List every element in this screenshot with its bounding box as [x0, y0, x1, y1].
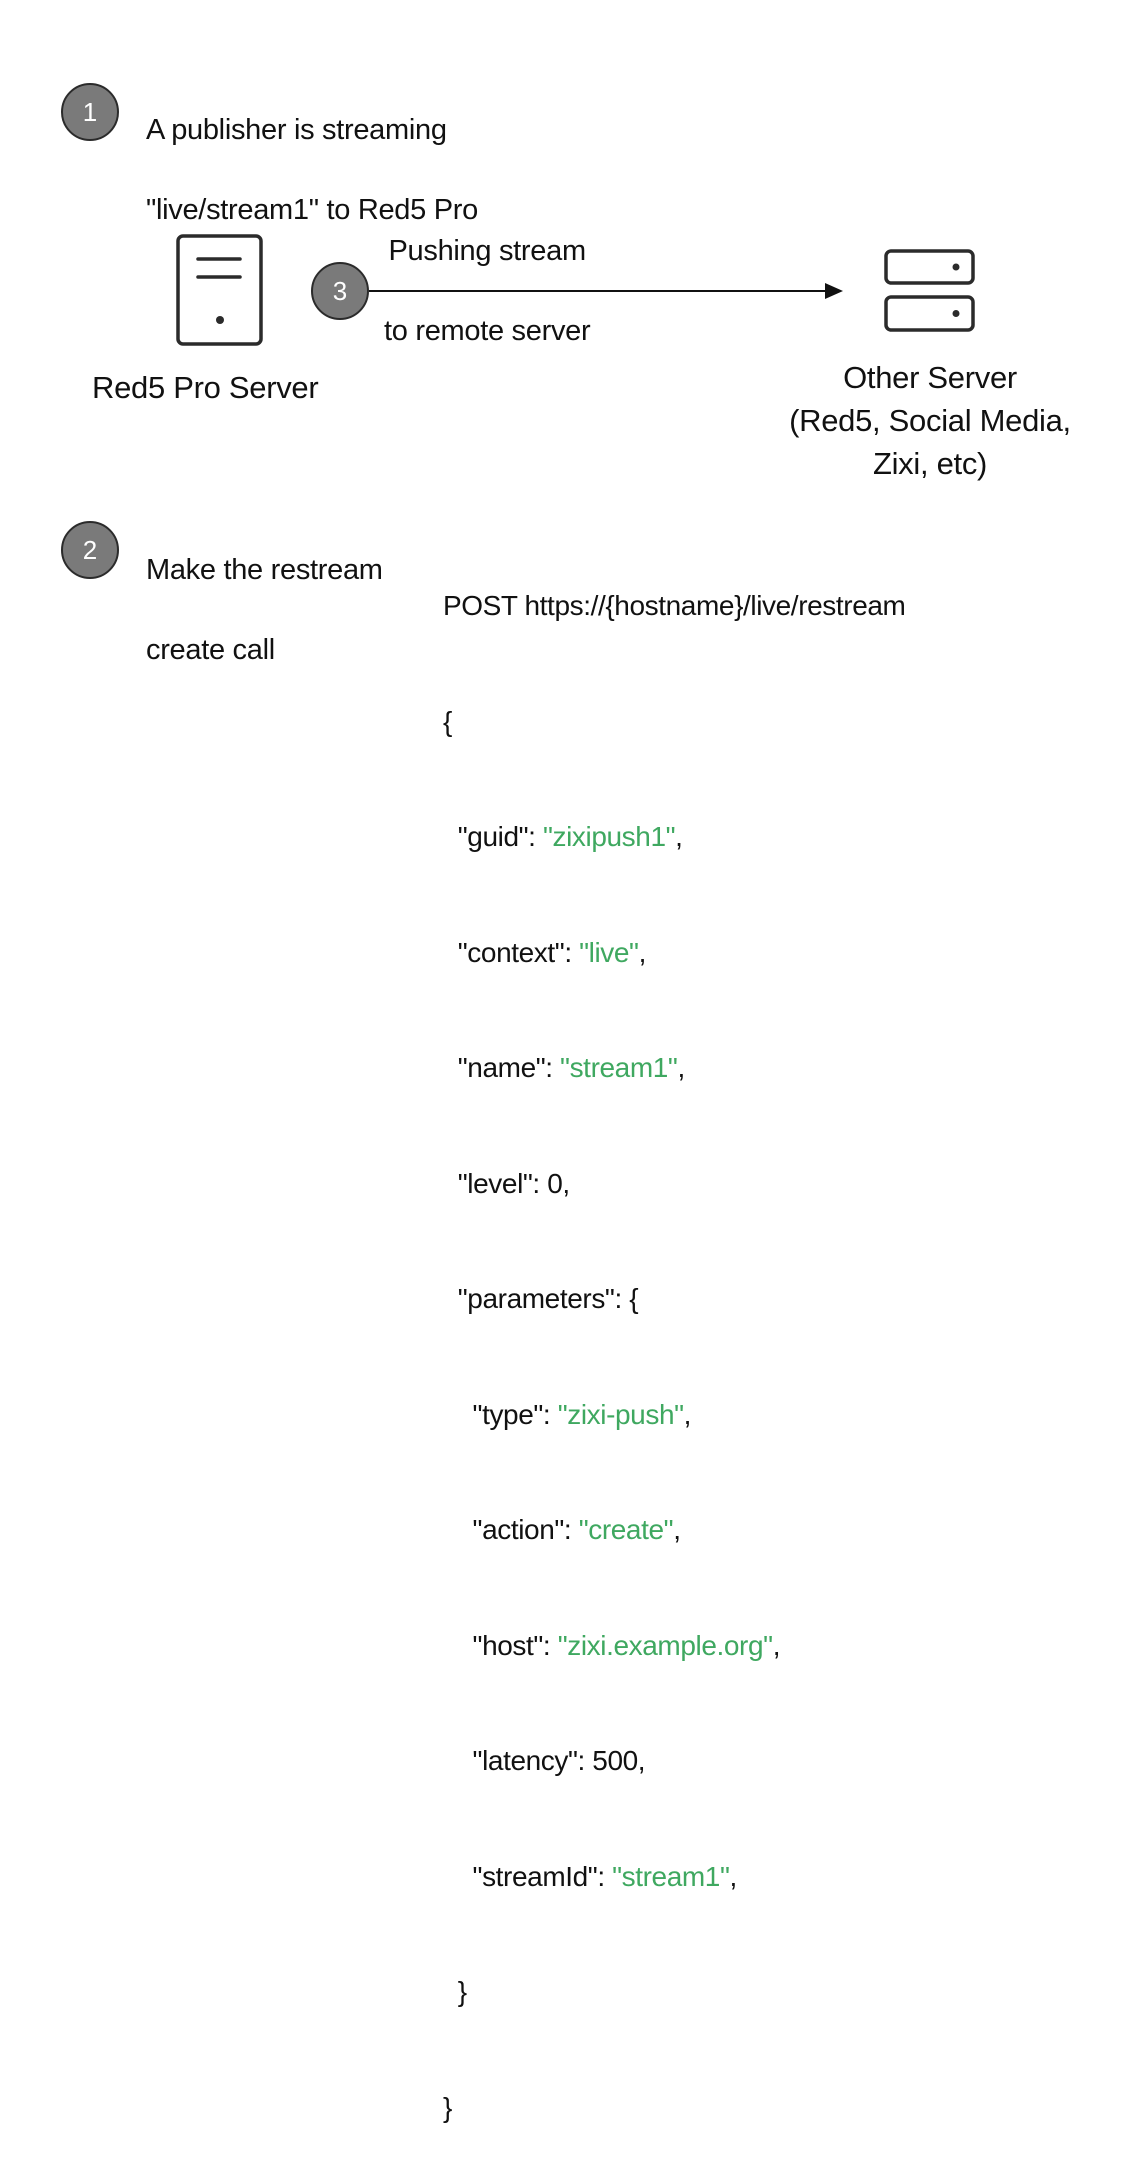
param-type-suffix: , — [683, 1398, 692, 1430]
step-3-number: 3 — [332, 275, 348, 306]
request-line: POST https://{hostname}/live/restream — [443, 590, 906, 621]
param-host-value: "zixi.example.org" — [557, 1629, 773, 1661]
param-action-suffix: , — [673, 1514, 681, 1545]
field-name-key: "name": — [457, 1052, 561, 1083]
field-context-suffix: , — [638, 936, 647, 968]
param-type: "type": "zixi-push", — [443, 1396, 905, 1435]
request-close-brace: } — [443, 2091, 452, 2123]
field-context-value: "live" — [579, 936, 639, 968]
step-1-line-2: "live/stream1" to Red5 Pro — [146, 194, 478, 226]
param-type-key: "type": — [472, 1398, 558, 1430]
target-server-line-2: (Red5, Social Media, — [789, 403, 1071, 438]
step-2-description: Make the restream create call — [146, 510, 383, 670]
param-host-key: "host": — [472, 1629, 558, 1661]
step-2-number: 2 — [82, 534, 98, 565]
param-action: "action": "create", — [443, 1511, 905, 1550]
step-1-number: 1 — [82, 96, 98, 127]
field-name-suffix: , — [677, 1052, 685, 1083]
field-context-key: "context": — [457, 936, 580, 968]
field-parameters: "parameters": { — [443, 1280, 905, 1319]
step-1-description: A publisher is streaming "live/stream1" … — [146, 70, 478, 230]
field-guid-key: "guid": — [457, 821, 543, 852]
step-2-line-1: Make the restream — [146, 554, 383, 586]
param-latency: "latency": 500, — [443, 1742, 905, 1781]
source-server-label: Red5 Pro Server — [92, 370, 319, 405]
field-name-value: "stream1" — [560, 1052, 678, 1083]
param-host: "host": "zixi.example.org", — [443, 1627, 905, 1666]
field-name: "name": "stream1", — [443, 1049, 905, 1088]
field-level-text: "level": 0, — [457, 1167, 570, 1199]
parameters-close-brace-text: } — [457, 1976, 467, 2007]
step-3-line-1: Pushing stream — [388, 235, 587, 267]
param-action-value: "create" — [578, 1514, 674, 1545]
step-3-description: Pushing stream to remote server — [384, 191, 591, 351]
request-open-brace: { — [443, 705, 452, 737]
field-level: "level": 0, — [443, 1165, 905, 1204]
step-2-line-2: create call — [146, 634, 275, 666]
param-latency-text: "latency": 500, — [472, 1745, 646, 1776]
step-3-line-2: to remote server — [384, 315, 591, 347]
push-arrow — [369, 280, 844, 302]
step-1-line-1: A publisher is streaming — [146, 114, 447, 146]
target-server-line-1: Other Server — [843, 360, 1017, 395]
param-streamid-value: "stream1" — [612, 1860, 730, 1892]
param-streamid-suffix: , — [729, 1860, 738, 1892]
target-server-line-3: Zixi, etc) — [872, 446, 988, 481]
server-rack-icon — [884, 248, 976, 334]
target-server-label: Other Server (Red5, Social Media, Zixi, … — [780, 356, 1080, 485]
field-context: "context": "live", — [443, 934, 905, 973]
step-2-badge: 2 — [61, 521, 119, 579]
step-3-badge: 3 — [311, 262, 369, 320]
single-server-icon — [176, 234, 264, 348]
field-guid: "guid": "zixipush1", — [443, 818, 905, 857]
param-action-key: "action": — [472, 1514, 579, 1545]
param-type-value: "zixi-push" — [557, 1398, 684, 1430]
step-1-badge: 1 — [61, 83, 119, 141]
restream-request: POST https://{hostname}/live/restream { … — [443, 510, 906, 2166]
parameters-close-brace: } — [443, 1973, 905, 2012]
field-guid-suffix: , — [675, 821, 683, 852]
field-parameters-text: "parameters": { — [457, 1283, 639, 1314]
param-host-suffix: , — [772, 1629, 781, 1661]
param-streamid-key: "streamId": — [472, 1860, 613, 1892]
param-streamid: "streamId": "stream1", — [443, 1858, 905, 1897]
field-guid-value: "zixipush1" — [542, 821, 676, 852]
